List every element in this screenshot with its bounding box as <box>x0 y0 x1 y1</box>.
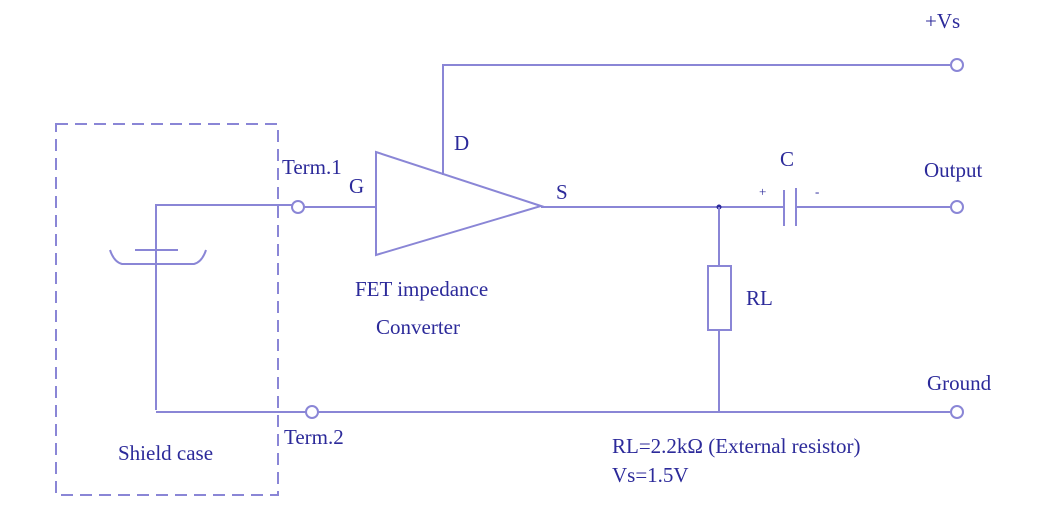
fet-label-line2: Converter <box>376 315 460 339</box>
cap-plus-label: + <box>759 184 766 199</box>
drain-label: D <box>454 131 469 155</box>
capacitor-symbol <box>783 188 797 226</box>
fet-amplifier-symbol <box>375 150 545 257</box>
term2-label: Term.2 <box>284 425 344 449</box>
output-label: Output <box>924 158 983 182</box>
shield-case-label: Shield case <box>118 441 213 465</box>
shield-case-outline <box>55 123 279 496</box>
capacitor-label: C <box>780 147 794 171</box>
vs-terminal <box>950 58 964 72</box>
cap-minus-label: - <box>815 184 819 199</box>
gate-label: G <box>349 174 364 198</box>
resistor-symbol <box>707 265 732 331</box>
fet-label-line1: FET impedance <box>355 277 488 301</box>
resistor-label: RL <box>746 286 773 310</box>
vs-label: +Vs <box>925 9 960 33</box>
source-label: S <box>556 180 568 204</box>
ground-label: Ground <box>927 371 992 395</box>
ground-terminal <box>950 405 964 419</box>
resistor-note: RL=2.2kΩ (External resistor) <box>612 434 860 458</box>
microphone-capsule <box>109 204 292 410</box>
output-terminal <box>950 200 964 214</box>
term2-terminal <box>305 405 319 419</box>
supply-voltage-note: Vs=1.5V <box>612 463 689 487</box>
term1-terminal <box>291 200 305 214</box>
term1-label: Term.1 <box>282 155 342 179</box>
drain-wire <box>442 64 950 175</box>
